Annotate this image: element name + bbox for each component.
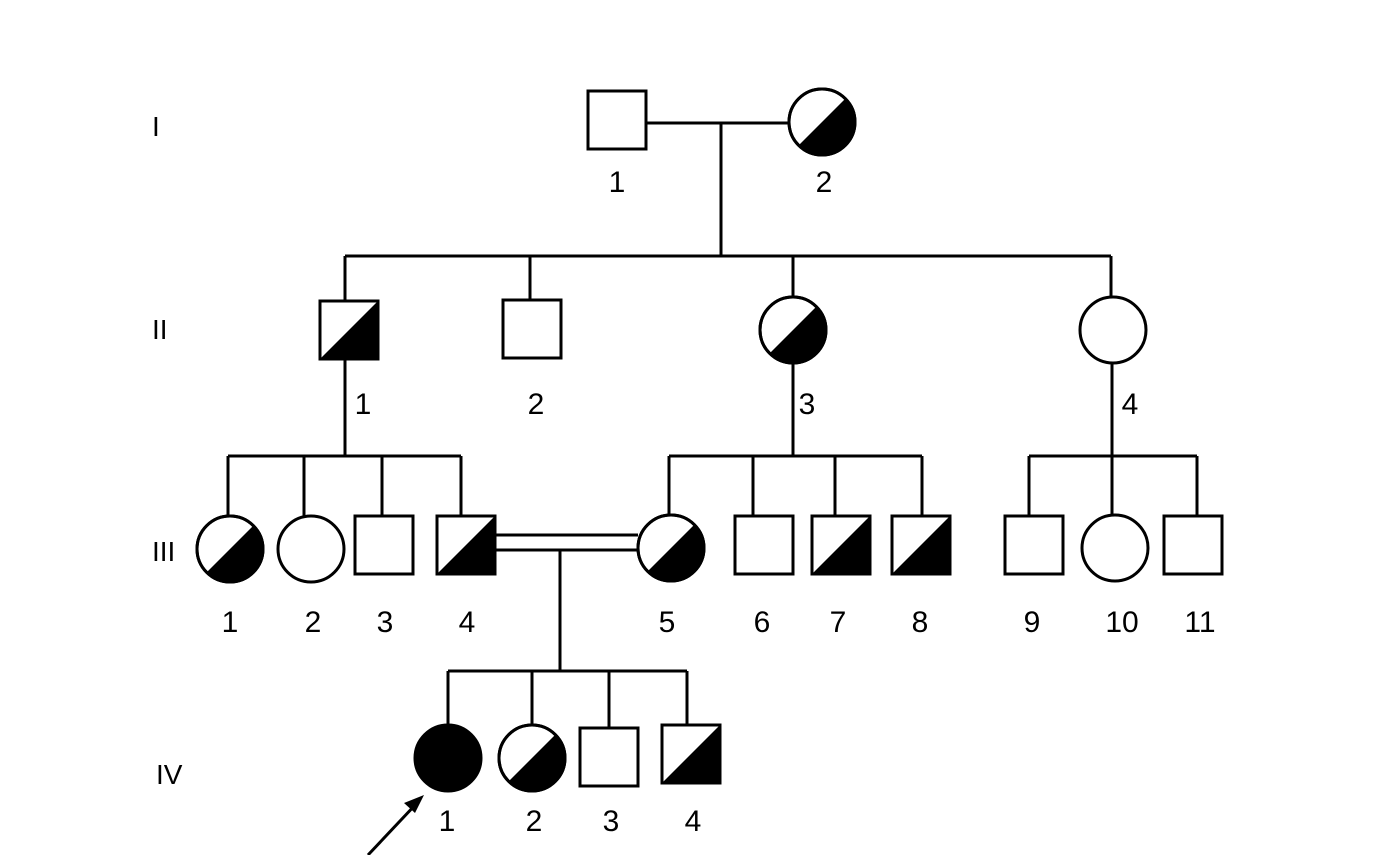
individual-number-III-3: 3 (377, 606, 394, 639)
proband-arrow-head (404, 795, 424, 813)
individual-number-III-1: 1 (222, 606, 239, 639)
symbol-outline (660, 723, 722, 785)
individual-number-I-1: 1 (609, 166, 626, 199)
individual-III-2 (276, 514, 346, 584)
individual-number-II-4: 4 (1122, 388, 1139, 421)
half-fill (437, 516, 495, 574)
individual-IV-2 (497, 723, 567, 793)
individual-number-III-9: 9 (1024, 606, 1041, 639)
male-unaffected-symbol (353, 514, 415, 576)
individual-symbols (195, 87, 1224, 793)
male-unaffected-symbol (578, 726, 640, 788)
male-unaffected-symbol (1162, 514, 1224, 576)
symbol-outline (787, 87, 857, 157)
individual-number-III-8: 8 (912, 606, 929, 639)
male-unaffected-symbol (733, 514, 795, 576)
half-fill (499, 725, 565, 791)
individual-number-III-6: 6 (754, 606, 771, 639)
individual-number-II-1: 1 (355, 388, 372, 421)
symbol-outline (636, 513, 706, 583)
half-fill (320, 301, 378, 359)
female-affected-symbol (413, 723, 483, 793)
individual-number-III-7: 7 (830, 606, 847, 639)
proband-arrow-shaft (366, 801, 419, 855)
male-unaffected-symbol (1003, 514, 1065, 576)
individual-I-2 (787, 87, 857, 157)
individual-III-5 (636, 513, 706, 583)
male-unaffected-symbol (586, 89, 648, 151)
symbol-outline (435, 514, 497, 576)
female-unaffected-symbol (1080, 513, 1150, 583)
half-fill (789, 89, 855, 155)
half-fill (892, 516, 950, 574)
individual-number-III-11: 11 (1184, 606, 1215, 639)
female-unaffected-symbol (1078, 295, 1148, 365)
generation-label-II: II (152, 314, 168, 345)
generation-label-IV: IV (156, 759, 183, 790)
pedigree-lines (226, 121, 1199, 728)
individual-III-8 (890, 514, 952, 576)
symbol-outline (810, 514, 872, 576)
individual-III-9 (1003, 514, 1065, 576)
individual-III-3 (353, 514, 415, 576)
individual-IV-3 (578, 726, 640, 788)
female-unaffected-symbol (276, 514, 346, 584)
individual-number-III-5: 5 (659, 606, 676, 639)
individual-II-1 (318, 299, 380, 361)
half-fill (638, 515, 704, 581)
individual-II-4 (1078, 295, 1148, 365)
individual-III-11 (1162, 514, 1224, 576)
individual-I-1 (586, 89, 648, 151)
individual-III-1 (195, 514, 265, 584)
individual-III-6 (733, 514, 795, 576)
individual-IV-1 (413, 723, 483, 793)
individual-number-III-4: 4 (459, 606, 476, 639)
half-fill (760, 297, 826, 363)
individual-number-II-2: 2 (528, 388, 545, 421)
individual-IV-4 (660, 723, 722, 785)
generation-label-I: I (152, 111, 160, 142)
proband-arrow-group (366, 795, 424, 855)
half-fill (812, 516, 870, 574)
individual-number-IV-2: 2 (526, 805, 543, 838)
symbol-outline (195, 514, 265, 584)
individual-number-III-10: 10 (1105, 606, 1138, 639)
half-fill (197, 516, 263, 582)
symbol-outline (318, 299, 380, 361)
male-unaffected-symbol (501, 298, 563, 360)
individual-number-IV-4: 4 (685, 805, 702, 838)
half-fill (662, 725, 720, 783)
individual-III-10 (1080, 513, 1150, 583)
individual-number-IV-1: 1 (439, 805, 456, 838)
individual-II-3 (758, 295, 828, 365)
individual-II-2 (501, 298, 563, 360)
individual-number-I-2: 2 (816, 166, 833, 199)
symbol-outline (890, 514, 952, 576)
symbol-outline (758, 295, 828, 365)
symbol-outline (497, 723, 567, 793)
individual-number-IV-3: 3 (603, 805, 620, 838)
individual-III-4 (435, 514, 497, 576)
generation-label-III: III (152, 536, 175, 567)
individual-III-7 (810, 514, 872, 576)
individual-number-II-3: 3 (799, 388, 816, 421)
generation-labels: I II III IV (152, 111, 183, 790)
individual-number-III-2: 2 (305, 606, 322, 639)
